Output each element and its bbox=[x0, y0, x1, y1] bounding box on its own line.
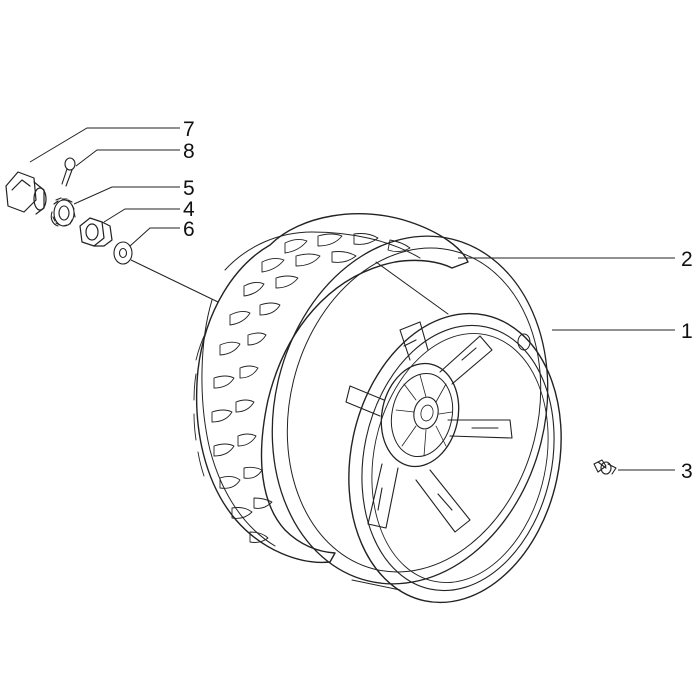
axle-cap bbox=[5, 171, 47, 215]
callout-1: 1 bbox=[681, 320, 693, 343]
toothed-spacer bbox=[50, 197, 76, 227]
valve-stem bbox=[593, 459, 617, 475]
cotter-pin bbox=[61, 157, 76, 187]
hex-nut bbox=[79, 217, 113, 247]
callout-4: 4 bbox=[183, 198, 195, 221]
callout-6: 6 bbox=[183, 218, 195, 241]
callout-8: 8 bbox=[183, 140, 195, 163]
tire-tread bbox=[193, 233, 411, 543]
callout-5: 5 bbox=[183, 177, 195, 200]
rim bbox=[271, 235, 562, 604]
callout-7: 7 bbox=[183, 118, 195, 141]
tire bbox=[193, 213, 469, 564]
callout-labels: 7 8 5 4 6 2 1 3 bbox=[183, 118, 693, 483]
wheel-hub bbox=[380, 362, 460, 468]
valve-hole bbox=[517, 333, 531, 351]
washer bbox=[113, 241, 133, 265]
callout-3: 3 bbox=[681, 460, 693, 483]
callout-2: 2 bbox=[681, 248, 693, 271]
leader-lines bbox=[29, 127, 675, 471]
rim-spokes bbox=[345, 321, 513, 533]
